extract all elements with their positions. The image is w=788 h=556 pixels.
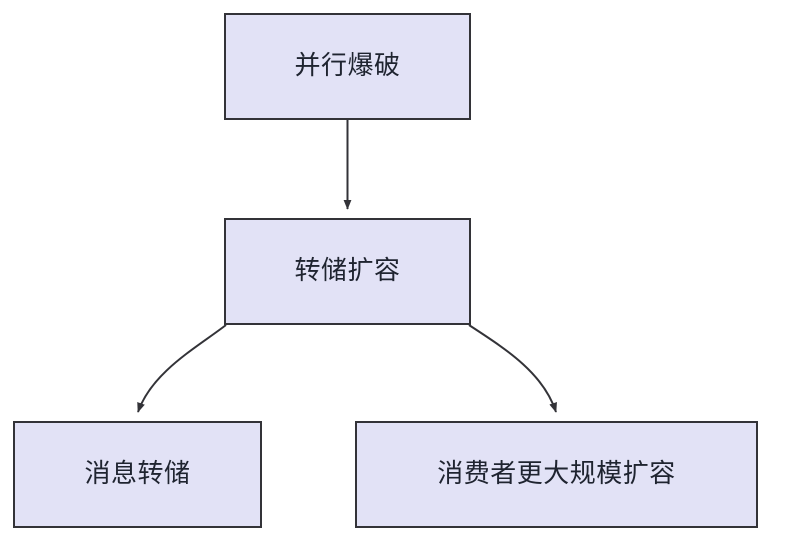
edge-mid-to-leaf-b — [468, 324, 557, 413]
flow-node-leaf-a-label: 消息转储 — [84, 458, 191, 489]
flow-node-leaf-a[interactable]: 消息转储 — [13, 421, 262, 528]
flow-node-root-label: 并行爆破 — [294, 50, 401, 81]
flow-node-root[interactable]: 并行爆破 — [224, 13, 471, 120]
edge-mid-to-leaf-a — [137, 324, 227, 413]
flow-node-mid[interactable]: 转储扩容 — [224, 218, 471, 325]
flow-node-leaf-b[interactable]: 消费者更大规模扩容 — [355, 421, 758, 528]
flow-node-leaf-b-label: 消费者更大规模扩容 — [437, 458, 676, 489]
flow-node-mid-label: 转储扩容 — [294, 255, 401, 286]
